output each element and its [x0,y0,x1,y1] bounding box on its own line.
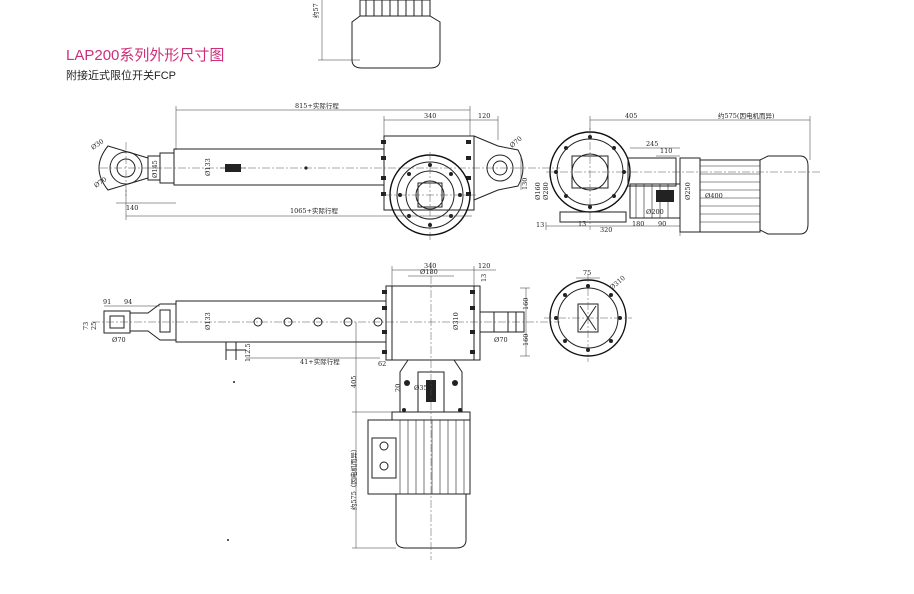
svg-text:160: 160 [522,334,530,346]
svg-text:405: 405 [625,112,637,120]
svg-text:约575（因电机而异）: 约575（因电机而异） [349,446,358,510]
svg-text:Ø133: Ø133 [204,312,212,330]
svg-text:120: 120 [478,262,490,270]
svg-text:90: 90 [658,220,666,228]
svg-text:41+实际行程: 41+实际行程 [300,357,340,366]
svg-text:Ø310: Ø310 [452,312,460,330]
svg-text:约57: 约57 [311,3,320,18]
svg-text:25: 25 [90,322,98,330]
svg-text:Ø350: Ø350 [414,384,432,392]
svg-text:91: 91 [103,298,111,306]
svg-text:320: 320 [600,226,612,234]
svg-text:73: 73 [82,322,90,330]
svg-text:Ø70: Ø70 [112,336,126,344]
svg-text:Ø180: Ø180 [420,268,438,276]
page-subtitle: 附接近式限位开关FCP [66,70,176,82]
cropped-motor-top: 约57 [311,0,441,69]
svg-text:Ø250: Ø250 [684,182,692,200]
top-view: 815+实际行程 340 120 1065+实际行程 140 Ø30 Ø70 Ø… [90,101,560,240]
svg-text:120: 120 [478,112,490,120]
svg-text:94: 94 [124,298,132,306]
svg-text:约575(因电机而异): 约575(因电机而异) [718,111,775,120]
dim-overall-length: 815+实际行程 [295,101,339,110]
front-trunnion [479,311,525,333]
rear-clevis-eye [98,142,175,196]
flange-view: 75 Ø310 [544,269,632,362]
svg-text:Ø70: Ø70 [494,336,508,344]
svg-text:13: 13 [480,274,488,282]
svg-text:1065+实际行程: 1065+实际行程 [290,206,338,215]
front-view: 340 Ø180 120 13 91 94 73 25 Ø70 Ø133 112… [82,262,560,560]
svg-text:140: 140 [126,204,138,212]
svg-text:13: 13 [578,220,586,228]
proximity-switch [220,164,246,172]
svg-text:Ø145: Ø145 [151,160,159,178]
svg-text:405: 405 [350,376,358,388]
svg-text:Ø133: Ø133 [204,158,212,176]
svg-text:340: 340 [424,112,436,120]
svg-text:160: 160 [522,298,530,310]
svg-text:Ø160: Ø160 [534,182,542,200]
svg-text:110: 110 [660,147,672,155]
front-clevis [92,303,560,341]
svg-text:Ø30: Ø30 [90,137,106,151]
svg-text:13: 13 [536,221,544,229]
svg-text:Ø200: Ø200 [646,208,664,216]
svg-text:62: 62 [378,360,386,368]
motor-flange-circles [384,152,476,240]
gearbox-housing [381,135,524,211]
side-motor [679,155,809,235]
svg-text:Ø310: Ø310 [608,274,627,292]
side-view: 405 约575(因电机而异) 245 110 Ø160 Ø280 Ø250 Ø… [534,111,820,236]
svg-text:112.5: 112.5 [244,343,252,362]
svg-text:130: 130 [521,178,529,190]
svg-text:340: 340 [424,262,436,270]
svg-text:180: 180 [632,220,644,228]
svg-text:20: 20 [394,384,402,392]
svg-text:245: 245 [646,140,658,148]
front-switch-positions [253,317,383,327]
svg-text:Ø70: Ø70 [508,135,524,150]
svg-text:Ø280: Ø280 [542,182,550,200]
svg-text:Ø400: Ø400 [705,192,723,200]
svg-text:75: 75 [583,269,591,277]
page-title: LAP200系列外形尺寸图 [66,47,225,64]
